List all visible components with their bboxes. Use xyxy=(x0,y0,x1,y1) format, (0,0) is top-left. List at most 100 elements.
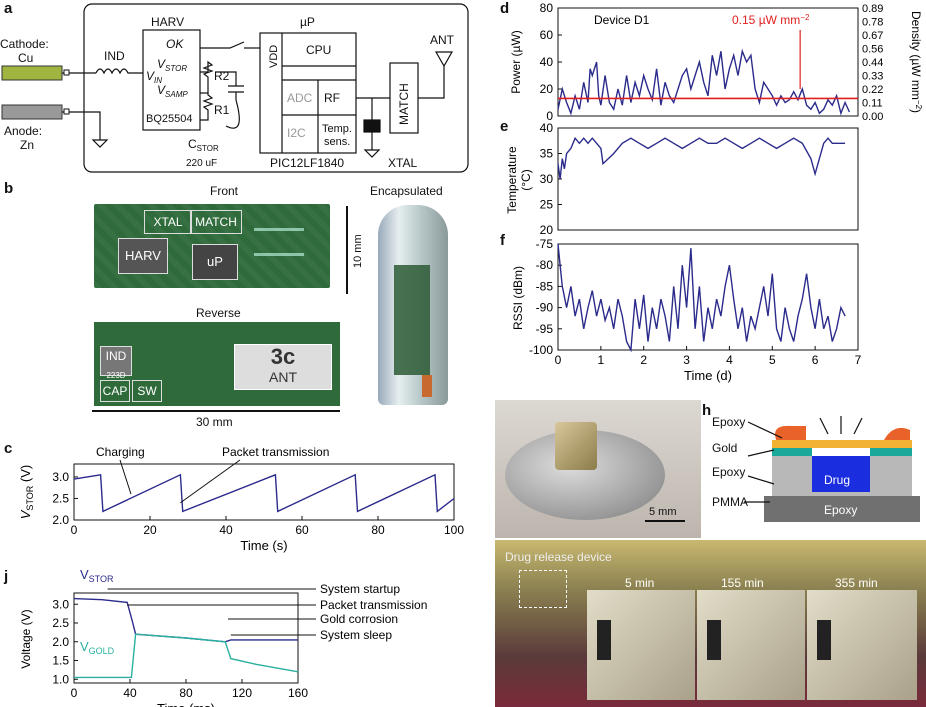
x-tick-label: 60 xyxy=(295,523,309,537)
i2c-block: I2C xyxy=(287,126,306,140)
label-drug: Drug xyxy=(824,473,850,487)
label-gold: Gold xyxy=(712,441,737,455)
encapsulated-board xyxy=(394,265,430,375)
y-right-tick-label: 0.78 xyxy=(862,17,883,29)
y-axis-label: Voltage (V) xyxy=(19,609,33,668)
reverse-sw: SW xyxy=(132,380,162,402)
x-tick-label: 40 xyxy=(123,686,137,700)
annotation-packet: Packet transmission xyxy=(222,445,329,459)
y-axis-label: Temperature xyxy=(505,146,519,214)
harvester-label: HARV xyxy=(151,15,184,29)
annotation-3: System sleep xyxy=(320,628,392,642)
y-tick-label: -75 xyxy=(536,237,554,251)
scale-bar-vertical xyxy=(346,206,348,294)
panel-label-b: b xyxy=(4,180,14,197)
annotation-0: System startup xyxy=(320,582,400,596)
vsamp-pin: VSAMP xyxy=(157,83,188,99)
panel-label-f: f xyxy=(500,232,505,249)
series-line-0 xyxy=(557,48,851,116)
y-tick-label: 0 xyxy=(546,109,553,122)
x-tick-label: 1 xyxy=(598,353,605,367)
device-label: Device D1 xyxy=(594,13,650,27)
y-tick-label: 20 xyxy=(540,223,554,236)
y-tick-label: 2.0 xyxy=(52,513,69,527)
x-tick-label: 7 xyxy=(855,353,862,367)
series-line-1 xyxy=(74,633,299,679)
y-axis-label: VSTOR (V) xyxy=(18,465,35,519)
anode-label: Anode: xyxy=(4,124,42,138)
reverse-ind-code: 223D xyxy=(106,371,126,380)
cathode-label: Cathode: xyxy=(0,37,49,51)
mcu-part: PIC12LF1840 xyxy=(270,156,344,170)
x-tick-label: 160 xyxy=(288,686,308,700)
series-line-0 xyxy=(557,136,846,180)
coin-scale-label: 5 mm xyxy=(649,506,677,518)
anode-material: Zn xyxy=(20,138,34,152)
inset-155min xyxy=(697,590,805,700)
x-tick-label: 0 xyxy=(71,523,78,537)
panel-label-j: j xyxy=(4,568,9,585)
r2-label: R2 xyxy=(214,69,230,83)
scale-30mm: 30 mm xyxy=(196,415,233,429)
reverse-ind-text: IND xyxy=(105,349,127,363)
y-right-tick-label: 0.67 xyxy=(862,30,883,42)
encapsulated-device-photo xyxy=(378,205,448,405)
front-match: MATCH xyxy=(190,210,242,234)
threshold-label: 0.15 µW mm−2 xyxy=(732,13,810,27)
y-right-tick-label: 0.44 xyxy=(862,57,883,69)
y-right-tick-label: 0.11 xyxy=(862,98,883,110)
x-tick-label: 120 xyxy=(232,686,252,700)
x-tick-label: 3 xyxy=(683,353,690,367)
ok-pin: OK xyxy=(166,37,184,51)
y-tick-label: -90 xyxy=(536,301,554,315)
y-right-tick-label: 0.00 xyxy=(862,111,883,122)
inset-5min xyxy=(587,590,695,700)
y-tick-label: -85 xyxy=(536,279,554,293)
y-tick-label: 40 xyxy=(540,55,554,69)
x-tick-label: 100 xyxy=(444,523,464,537)
board-front-photo: HARV XTAL MATCH uP xyxy=(94,204,330,288)
y-axis-label: RSSI (dBm) xyxy=(511,266,525,330)
match-block: MATCH xyxy=(397,83,411,125)
reverse-cap: CAP xyxy=(100,380,130,402)
y-tick-label: 25 xyxy=(540,198,554,212)
vin-pin: VIN xyxy=(146,69,162,85)
y-axis-label-unit: (°C) xyxy=(519,169,533,190)
annotation-arrow xyxy=(119,459,132,495)
time-5min: 5 min xyxy=(625,576,655,590)
front-harv: HARV xyxy=(118,238,168,274)
drug-release-title: Drug release device xyxy=(505,550,612,564)
y-tick-label: -80 xyxy=(536,258,554,272)
panel-label-a: a xyxy=(4,0,13,17)
plot-frame xyxy=(557,243,859,351)
y-tick-label: -100 xyxy=(529,343,553,357)
label-epoxy-mid: Epoxy xyxy=(712,465,745,479)
annotation-2: Gold corrosion xyxy=(320,612,398,626)
inset-355min xyxy=(807,590,917,700)
label-pmma: PMMA xyxy=(712,495,748,509)
microcontroller-label: µP xyxy=(300,15,315,29)
cstor-value: 220 uF xyxy=(186,158,217,169)
front-antenna-trace xyxy=(254,228,304,256)
adc-block: ADC xyxy=(287,91,313,105)
y-tick-label: 40 xyxy=(540,121,554,135)
scale-10mm: 10 mm xyxy=(352,234,364,268)
y-right-tick-label: 0.22 xyxy=(862,84,883,96)
y-tick-label: 3.0 xyxy=(52,597,69,611)
reverse-ind: IND 223D xyxy=(100,346,132,380)
legend-vgold: VGOLD xyxy=(80,639,115,656)
time-155min: 155 min xyxy=(721,576,764,590)
y-right-tick-label: 0.56 xyxy=(862,44,883,56)
y-tick-label: 1.5 xyxy=(52,654,69,668)
drug-release-photo: Drug release device 5 min 155 min 355 mi… xyxy=(495,540,926,707)
y-axis-label: Power (µW) xyxy=(509,30,523,94)
front-up: uP xyxy=(192,244,238,280)
panel-label-h: h xyxy=(702,402,712,419)
cathode-material: Cu xyxy=(18,51,33,65)
y-tick-label: 30 xyxy=(540,172,554,186)
encapsulated-label: Encapsulated xyxy=(370,184,443,198)
drug-device-crosssection: Epoxy Gold Epoxy PMMA Drug Epoxy xyxy=(712,415,920,522)
